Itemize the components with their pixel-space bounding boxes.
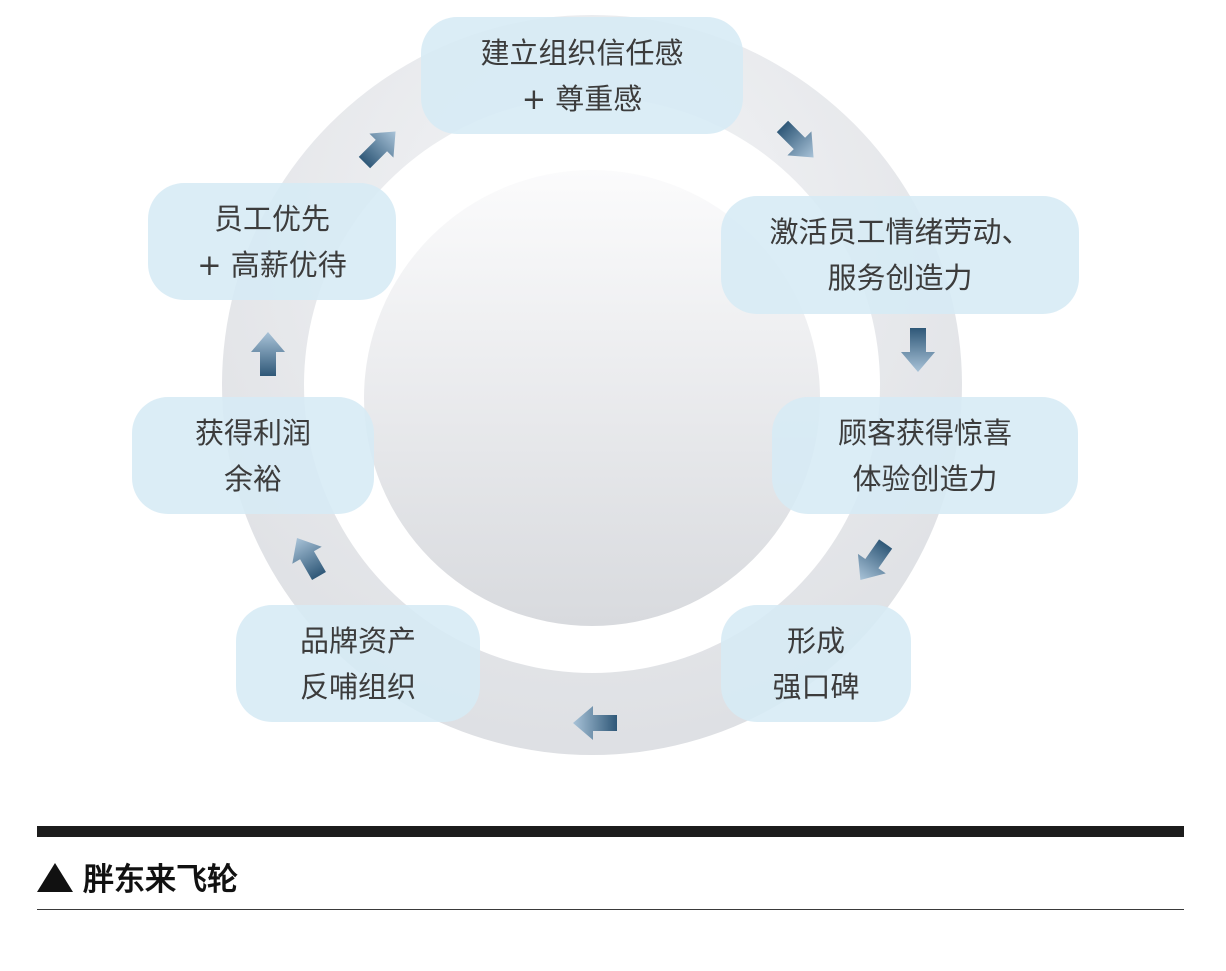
node-line: 体验创造力 [852, 461, 998, 496]
node-line: 强口碑 [772, 669, 860, 704]
node-line: 员工优先 [213, 201, 330, 236]
node-line: + 尊重感 [521, 81, 643, 116]
node-employee-emotional-labor: 激活员工情绪劳动、 服务创造力 [721, 196, 1079, 314]
node-line: 获得利润 [194, 415, 311, 450]
arrow-n7-to-n1-icon [358, 131, 396, 169]
arrow-n4-to-n5-icon [573, 706, 617, 740]
caption-text: 胖东来飞轮 [83, 861, 238, 898]
caption-bottom-rule [37, 909, 1184, 910]
node-line: 服务创造力 [827, 261, 973, 295]
node-line: 品牌资产 [299, 623, 416, 658]
node-line: 余裕 [223, 461, 282, 496]
node-line: 形成 [786, 623, 845, 658]
node-word-of-mouth: 形成 强口碑 [721, 605, 911, 722]
arrow-n2-to-n3-icon [901, 328, 935, 372]
triangle-up-icon [37, 862, 73, 892]
arrow-n6-to-n7-icon [251, 332, 285, 376]
node-line: 顾客获得惊喜 [837, 415, 1012, 450]
figure-caption: 胖东来飞轮 [37, 852, 238, 900]
node-brand-equity: 品牌资产 反哺组织 [236, 605, 480, 722]
center-disc [364, 170, 820, 626]
node-employee-first: 员工优先 + 高薪优待 [148, 183, 396, 300]
node-line: 建立组织信任感 [480, 35, 684, 70]
arrow-n1-to-n2-icon [776, 120, 814, 158]
node-line: 反哺组织 [299, 669, 416, 704]
arrow-n5-to-n6-icon [292, 537, 326, 581]
node-line: + 高薪优待 [197, 247, 347, 282]
flywheel-ring [221, 15, 962, 756]
node-profit-margin: 获得利润 余裕 [132, 397, 374, 514]
arrow-n3-to-n4-icon [857, 539, 893, 581]
node-line: 激活员工情绪劳动、 [769, 215, 1031, 249]
node-customer-surprise: 顾客获得惊喜 体验创造力 [772, 397, 1078, 514]
caption-top-rule [37, 826, 1184, 837]
flywheel-diagram: 建立组织信任感 + 尊重感 激活员工情绪劳动、 服务创造力 顾客获得惊喜 体验创… [132, 15, 1079, 756]
node-organization-trust: 建立组织信任感 + 尊重感 [421, 17, 743, 134]
